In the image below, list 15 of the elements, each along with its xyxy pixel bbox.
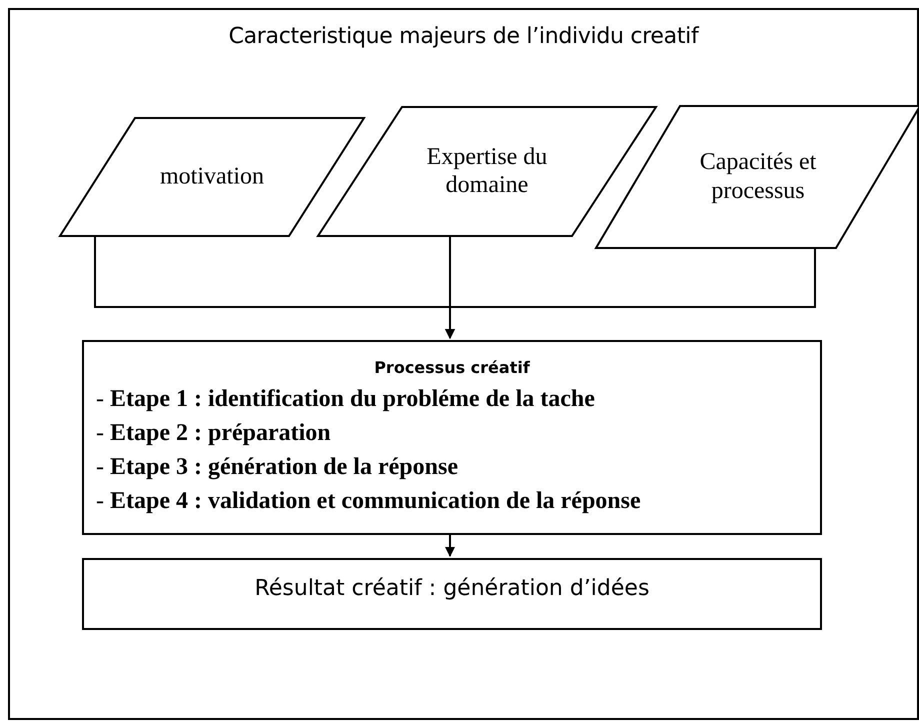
- node-label: Résultat créatif : génération d’idées: [254, 576, 650, 601]
- step-item: - Etape 4 : validation et communication de la réponse: [96, 488, 642, 515]
- node-label: motivation: [159, 162, 265, 192]
- arrow: [445, 533, 455, 557]
- node-label: Capacités et processus: [698, 148, 818, 206]
- step-item: - Etape 3 : génération de la réponse: [96, 454, 459, 481]
- step-item: - Etape 2 : préparation: [96, 420, 332, 447]
- arrow: [445, 247, 816, 339]
- node-label: Expertise du domaine: [426, 142, 548, 200]
- frame-box: [8, 8, 919, 720]
- process-box: [82, 340, 822, 535]
- step-item: - Etape 1 : identification du probléme de la tache: [96, 386, 596, 413]
- process-box: [82, 558, 822, 630]
- box-heading: Processus créatif: [373, 358, 531, 377]
- node-label: Caracteristique majeurs de l’individu creatif: [228, 24, 700, 49]
